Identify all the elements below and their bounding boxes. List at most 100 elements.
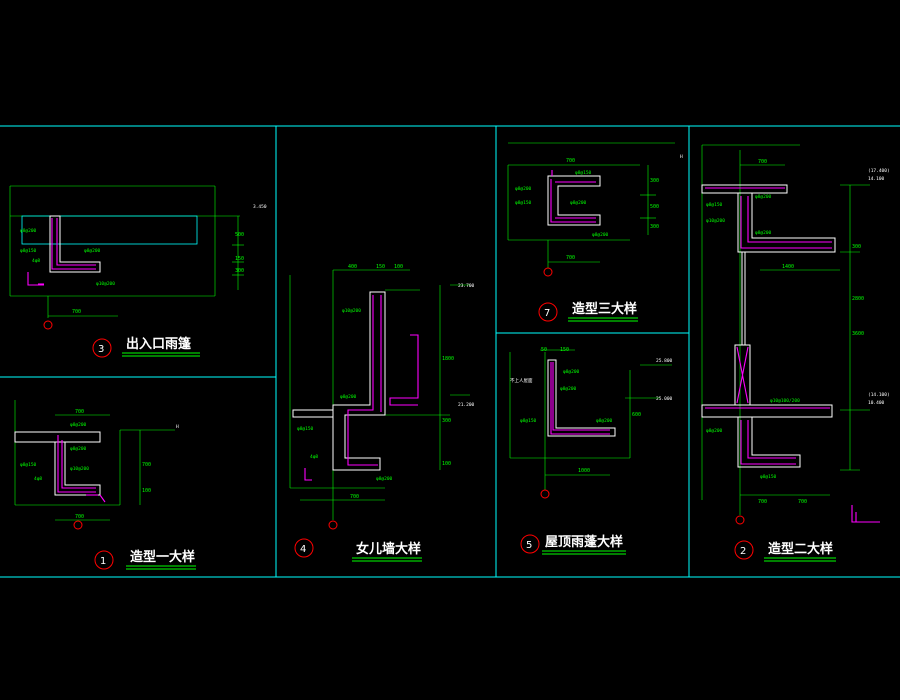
detail-5-annotation-1: φ8@200 [563,369,580,375]
detail-1-dim-1: 700 [75,514,84,520]
detail-5-level-0: 25.800 [656,358,673,364]
detail-4-drawing: 400 150 100 1800 300 100 700 φ10@200 φ8@… [289,264,475,562]
detail-1-dim-2: 700 [142,462,151,468]
detail-2-annotation-4: φ10@100/200 [770,398,800,404]
detail-2-dim-1: 1400 [782,264,794,270]
detail-2-dim-5: 700 [758,499,767,505]
detail-4-level-0: 23.700 [458,283,475,289]
detail-3-annotation-4: 4φ8 [32,258,40,264]
detail-4-dim-6: 700 [350,494,359,500]
detail-7-annotation-3: φ8@200 [570,200,587,206]
detail-5-annotation-2: φ8@200 [560,386,577,392]
detail-2-annotation-2: φ10@200 [706,218,725,224]
detail-7-dim-0: 700 [566,158,575,164]
detail-1-annotation-0: φ8@200 [70,422,87,428]
detail-4-annotation-0: φ10@200 [342,308,361,314]
detail-2-marker-circle [734,540,754,560]
detail-1-dim-0: 700 [75,409,84,415]
detail-2-dim-2: 2800 [852,296,864,302]
detail-5-drawing: 50 150 1000 600 不上人屋面 φ8@200 φ8@200 φ8@1… [509,347,673,555]
detail-1-dim-3: 100 [142,488,151,494]
detail-7-level: H [680,154,683,160]
detail-2-dim-4: 3600 [852,331,864,337]
detail-4-dim-3: 1800 [442,356,454,362]
detail-1-title: 造型一大样 [130,549,195,565]
detail-3-dim-1: 500 [235,232,244,238]
detail-3-dim-0: 700 [72,309,81,315]
detail-1-annotation-4: φ10@200 [70,466,89,472]
detail-2-dim-3: 300 [852,244,861,250]
detail-5-annotation-4: φ8@200 [596,418,613,424]
detail-3-drawing: 700 500 150 300 φ8@200 φ8@150 φ8@200 φ10… [9,185,267,358]
detail-4-annotation-4: φ8@200 [376,476,393,482]
detail-3-number: 3 [98,344,104,355]
detail-3-annotation-2: φ8@200 [84,248,101,254]
detail-7-annotation-2: φ8@150 [515,200,532,206]
detail-7-dim-2: 300 [650,178,659,184]
detail-1-annotation-2: φ8@150 [20,462,37,468]
detail-2-number: 2 [740,546,746,557]
detail-7-annotation-4: φ8@200 [592,232,609,238]
detail-1-marker-circle [94,550,114,570]
detail-4-annotation-1: φ8@200 [340,394,357,400]
detail-1-number: 1 [100,556,106,567]
detail-5-annotation-0: 不上人屋面 [510,377,533,384]
detail-2-annotation-0: φ8@200 [755,194,772,200]
detail-3-annotation-1: φ8@150 [20,248,37,254]
detail-2-level-1: 14.100 [868,176,885,182]
detail-2-annotation-5: φ8@200 [706,428,723,434]
detail-3-dim-2: 150 [235,256,244,262]
detail-5-dim-2: 1000 [578,468,590,474]
detail-3-annotation-3: φ10@200 [96,281,115,287]
detail-5-dim-1: 150 [560,347,569,353]
detail-4-dim-1: 150 [376,264,385,270]
detail-7-number: 7 [544,308,550,319]
detail-2-dim-6: 700 [798,499,807,505]
detail-4-marker-circle [294,538,314,558]
detail-5-number: 5 [526,540,532,551]
detail-4-dim-4: 300 [442,418,451,424]
detail-3-marker-circle [92,338,112,358]
detail-7-annotation-1: φ8@200 [515,186,532,192]
detail-5-marker-circle [520,534,540,554]
detail-5-dim-3: 600 [632,412,641,418]
detail-3-level: 3.450 [253,204,267,210]
detail-7-dim-4: 300 [650,224,659,230]
detail-4-dim-5: 100 [442,461,451,467]
detail-5-dim-0: 50 [541,347,547,353]
detail-7-marker-circle [538,302,558,322]
detail-2-level-0: (17.400) [868,168,890,174]
detail-4-dim-2: 100 [394,264,403,270]
detail-2-annotation-1: φ8@150 [706,202,723,208]
detail-7-title: 造型三大样 [572,301,637,317]
detail-4-annotation-3: 4φ8 [310,454,318,460]
detail-7-annotation-0: φ8@150 [575,170,592,176]
detail-7-dim-1: 700 [566,255,575,261]
detail-2-drawing: 700 1400 2800 300 3600 700 700 φ8@200 φ8… [701,144,890,562]
detail-7-dim-3: 500 [650,204,659,210]
detail-3-annotation-0: φ8@200 [20,228,37,234]
detail-2-level-2: (14.100) [868,392,890,398]
detail-2-annotation-6: φ8@150 [760,474,777,480]
detail-4-annotation-2: φ8@150 [297,426,314,432]
detail-1-annotation-1: φ8@200 [70,446,87,452]
detail-4-title: 女儿墙大样 [356,541,421,557]
detail-4-dim-0: 400 [348,264,357,270]
detail-3-dim-3: 300 [235,268,244,274]
detail-1-level: H [176,424,179,430]
detail-2-level-3: 10.400 [868,400,885,406]
detail-1-drawing: 700 700 700 100 φ8@200 φ8@200 φ8@150 4φ8… [14,400,196,570]
detail-1-annotation-3: 4φ8 [34,476,42,482]
detail-2-dim-0: 700 [758,159,767,165]
detail-2-title: 造型二大样 [768,541,833,557]
detail-5-title: 屋顶雨蓬大样 [545,534,623,550]
detail-4-level-1: 21.200 [458,402,475,408]
sheet-frame [0,125,900,578]
detail-3-title: 出入口雨篷 [126,336,192,352]
detail-2-annotation-3: φ8@200 [755,230,772,236]
detail-5-annotation-3: φ8@150 [520,418,537,424]
detail-7-drawing: 700 700 300 500 300 φ8@150 φ8@200 φ8@150… [507,142,683,322]
detail-4-number: 4 [300,544,306,555]
detail-5-level-1: 25.000 [656,396,673,402]
